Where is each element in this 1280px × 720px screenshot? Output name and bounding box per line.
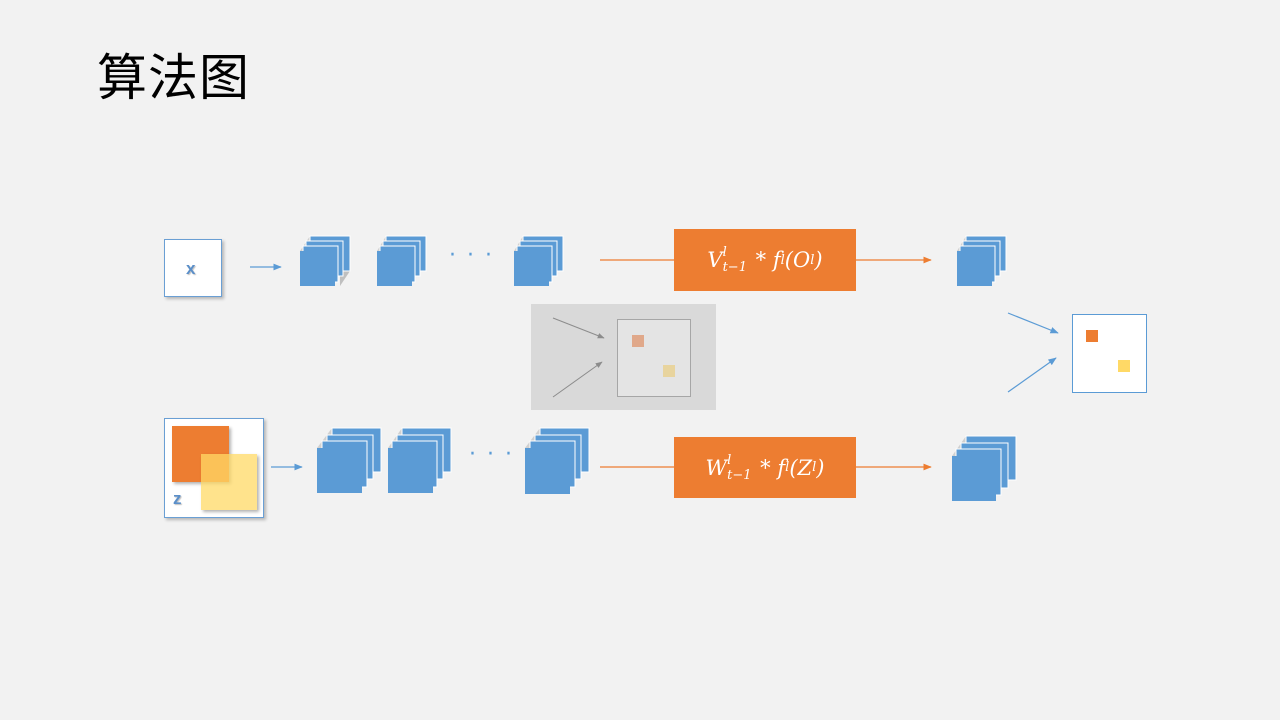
formula-bottom-base: W [705,455,728,480]
input-z-label: z [173,489,182,508]
formula-top: V l t−1 * f l (O l ) [674,229,856,291]
formula-top-base: V [707,248,723,272]
feature-stack-top-out [957,235,1007,286]
formula-top-f: f [772,248,781,272]
formula-bottom-argsub: l [812,460,817,475]
slide-title: 算法图 [97,49,250,107]
formula-top-op: * [748,248,773,272]
formula-top-arg: (O [784,248,811,272]
formula-bottom: W l t−1 * f l (Z l ) [674,437,856,498]
formula-top-sub: t−1 [722,260,747,275]
formula-top-sup: l [722,245,727,260]
output-map [1072,314,1147,393]
formula-top-close: ) [814,248,823,272]
input-z-yellow-square [201,454,257,510]
input-z-box: z [164,418,264,518]
formula-top-indices: l t−1 [723,246,747,274]
formula-top-fsup: l [780,252,785,268]
feature-stack-top-2 [377,235,427,286]
formula-bottom-indices: l t−1 [727,454,751,482]
formula-bottom-close: ) [816,455,825,480]
panel-arrow-lower [552,361,603,398]
formula-bottom-f: f [777,455,786,480]
correlation-map [617,319,691,397]
feature-stack-bottom-2 [388,427,452,493]
output-yellow-point [1118,360,1130,372]
ellipsis-top: · · · [449,243,494,268]
feature-stack-bottom-out [952,435,1017,501]
panel-arrow-upper [552,317,605,339]
formula-bottom-fsup: l [785,460,790,475]
arrow-bottom-to-output [1007,357,1057,393]
feature-stack-top-3 [514,235,564,286]
correlation-yellow-point [663,365,675,377]
input-x-box: x [164,239,222,297]
formula-bottom-sup: l [727,452,732,468]
formula-bottom-arg: (Z [789,455,813,480]
input-x-label: x [186,259,196,278]
formula-bottom-sub: t−1 [727,467,752,483]
feature-stack-bottom-1 [317,427,382,493]
ellipsis-bottom: · · · [469,442,514,467]
feature-stack-bottom-3 [525,427,590,494]
correlation-orange-point [632,335,644,347]
formula-top-argsub: l [810,252,815,268]
feature-stack-top-1 [300,235,351,286]
arrow-top-to-output [1007,312,1059,334]
output-orange-point [1086,330,1098,342]
formula-bottom-op: * [753,455,778,480]
